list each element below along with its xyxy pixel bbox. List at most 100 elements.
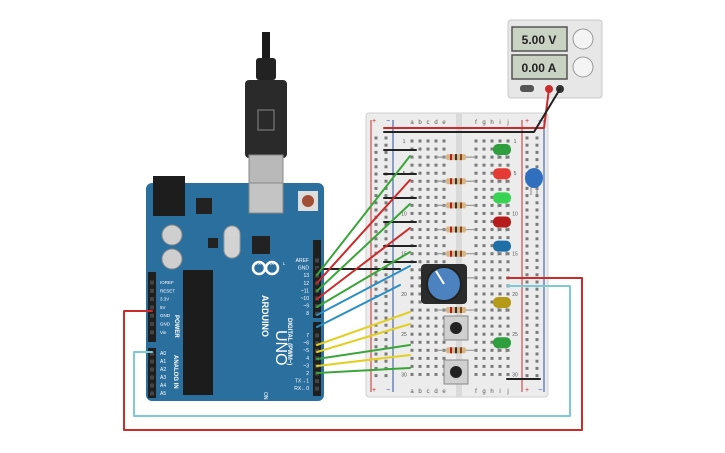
digital-pin-label: ~5 [303,348,309,354]
breadboard-col-label: i [499,120,500,126]
rail-plus-bottom-right: + [525,387,529,394]
breadboard-row-label: 20 [512,292,518,298]
breadboard-col-label: c [427,120,430,126]
power-pin-label: Vin [160,330,167,335]
analog-pin[interactable] [150,367,154,372]
led[interactable] [493,144,511,160]
power-pin[interactable] [150,313,154,318]
digital-pin-label: 2 [306,371,309,377]
current-knob[interactable] [572,56,594,78]
voltage-display [511,26,568,52]
digital-pin[interactable] [315,258,319,263]
breadboard-col-label: j [506,120,508,126]
atmega-chip [183,270,213,395]
power-pin-label: GND [160,322,171,327]
analog-pin-label: A0 [160,351,166,357]
breadboard-col-label: d [434,120,437,126]
power-pin[interactable] [150,305,154,310]
digital-pin-label: AREF [296,258,309,264]
analog-pin[interactable] [150,351,154,356]
power-pin[interactable] [150,322,154,326]
digital-pin[interactable] [315,386,319,391]
analog-header-label: ANALOG IN [172,355,178,389]
breadboard-col-label: e [442,120,446,126]
led[interactable] [493,192,511,208]
breadboard-row-label: 25 [512,332,518,338]
led[interactable] [493,297,511,312]
power-pin[interactable] [150,330,154,335]
potentiometer[interactable] [421,264,467,304]
wire-pin9 [316,251,411,308]
wire-pin11 [316,203,411,292]
led[interactable] [493,240,511,256]
breadboard-col-label: a [410,389,414,395]
led[interactable] [493,216,511,232]
arduino-infinity-logo [251,260,280,276]
digital-header-top [313,240,321,318]
wire-5v-loop [123,277,583,431]
resistor[interactable] [436,250,476,257]
digital-pin[interactable] [315,379,319,384]
digital-pin[interactable] [315,311,319,316]
breadboard-col-label: c [427,389,430,395]
digital-pin[interactable] [315,341,319,346]
voltage-knob[interactable] [572,28,594,50]
power-supply[interactable]: 5.00 V 0.00 A [507,19,603,99]
breadboard-col-label: d [434,389,437,395]
current-display [511,54,568,80]
resistor[interactable] [436,347,476,354]
wires [123,88,583,431]
dc-jack [153,176,185,216]
analog-pin-label: A3 [160,375,166,381]
digital-pin-label: GND [298,266,310,272]
components [421,144,543,385]
rail-plus-top-left: + [372,118,376,125]
digital-pin[interactable] [315,333,319,338]
digital-pin-label: ~3 [303,363,309,369]
pushbutton-1[interactable] [443,315,469,341]
led[interactable] [493,337,511,353]
power-pin[interactable] [150,288,154,293]
pushbutton-2[interactable] [443,359,469,385]
digital-pin-label: TX→1 [295,379,309,385]
analog-pin[interactable] [150,383,154,388]
resistor[interactable] [436,202,476,209]
power-pin[interactable] [150,280,154,285]
digital-pin-label: RX←0 [294,386,309,392]
power-pin-label: 5V [160,305,166,310]
ceramic-capacitor [525,168,543,195]
rail-minus-top-left: − [386,118,390,125]
resistor[interactable] [436,178,476,185]
digital-pin[interactable] [315,348,319,353]
power-pin-label: RESET [160,288,175,293]
analog-pin[interactable] [150,375,154,380]
digital-pin-label: ~9 [303,304,309,310]
power-toggle[interactable] [520,85,534,92]
breadboard-col-label: f [475,389,477,395]
led[interactable] [493,168,511,184]
usb-chip [252,236,270,254]
breadboard-col-label: j [506,389,508,395]
rail-plus-top-right: + [525,118,529,125]
digital-pin-label: 13 [303,273,309,279]
analog-pin[interactable] [150,359,154,364]
resistor[interactable] [436,154,476,161]
breadboard-row-label: 20 [401,292,407,298]
power-pin[interactable] [150,297,154,302]
analog-pin-label: A4 [160,383,166,389]
wire-pin6 [316,311,411,346]
breadboard-col-label: f [475,120,477,126]
wire-pin5 [316,323,411,353]
analog-pin[interactable] [150,391,154,396]
digital-header-label: DIGITAL (PWM~) [286,318,292,365]
breadboard-col-label: g [482,389,485,395]
resistor[interactable] [436,226,476,233]
board-led-label: TX [255,261,261,266]
capacitor-2 [161,248,183,270]
digital-pin-label: 12 [303,281,309,287]
wire-pin2 [316,367,411,374]
arduino-board[interactable]: ARDUINO UNO POWER ANALOG IN DIGITAL (PWM… [146,176,324,401]
analog-pin-label: A5 [160,391,166,397]
resistor[interactable] [436,307,476,314]
